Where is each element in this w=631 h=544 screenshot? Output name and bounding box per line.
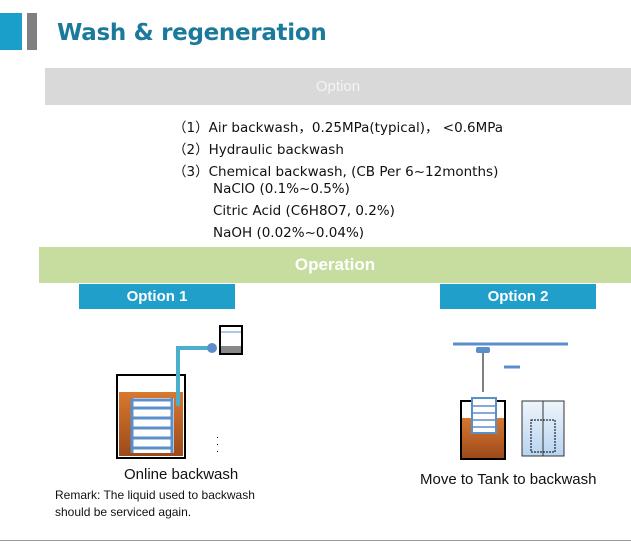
option1-caption: Online backwash — [124, 466, 239, 483]
option2-caption: Move to Tank to backwash — [420, 471, 597, 488]
tank-backwash-illustration — [453, 342, 568, 460]
remark-line: Remark: The liquid used to backwash — [55, 488, 255, 502]
option2-label: Option 2 — [440, 284, 596, 309]
option-item: （1）Air backwash，0.25MPa(typical)， <0.6MP… — [173, 120, 504, 136]
online-backwash-illustration — [116, 325, 243, 459]
bottom-divider — [0, 540, 631, 541]
option-item: （3）Chemical backwash, (CB Per 6~12months… — [173, 164, 499, 180]
option-item: NaOH (0.02%~0.04%) — [213, 225, 365, 241]
option-item: （2）Hydraulic backwash — [173, 142, 344, 158]
remark-line: should be serviced again. — [55, 505, 192, 519]
option-header: Option — [45, 68, 631, 105]
option1-label: Option 1 — [79, 284, 235, 309]
page-title: Wash & regeneration — [57, 20, 327, 46]
operation-header: Operation — [39, 247, 631, 283]
option-item: Citric Acid (C6H8O7, 0.2%) — [213, 203, 395, 219]
accent-bar — [27, 13, 37, 50]
accent-block — [0, 13, 22, 50]
option-item: NaClO (0.1%~0.5%) — [213, 181, 350, 197]
